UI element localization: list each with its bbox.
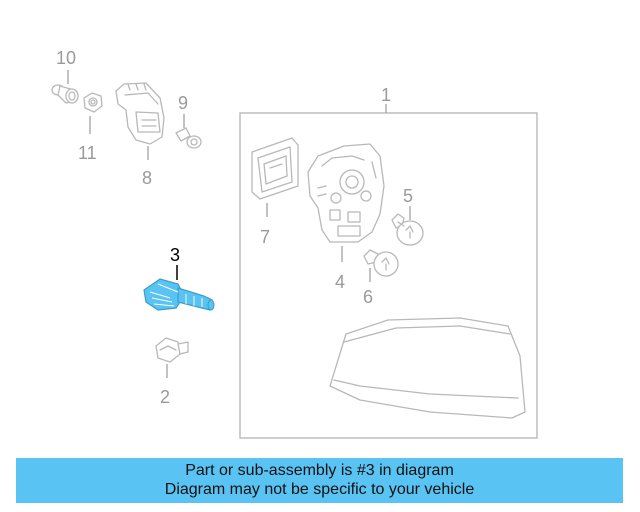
callout-10: 10 — [56, 48, 76, 68]
part-5-bulb — [391, 213, 424, 246]
callout-5: 5 — [403, 186, 413, 206]
callout-4: 4 — [335, 272, 345, 292]
callout-11: 11 — [78, 143, 97, 163]
callout-2: 2 — [160, 387, 170, 407]
part-11-nut — [83, 92, 103, 113]
callout-9: 9 — [178, 93, 188, 113]
part-3-socket-highlighted — [143, 278, 215, 311]
banner-line-1: Part or sub-assembly is #3 in diagram — [185, 462, 454, 479]
part-8-bracket — [115, 82, 165, 145]
part-2-clip — [155, 337, 189, 363]
callout-7: 7 — [260, 227, 270, 247]
callout-3: 3 — [170, 245, 180, 265]
part-4-lamp-housing — [307, 143, 385, 243]
tail-lamp-lens — [329, 317, 526, 419]
part-9-screw — [175, 127, 202, 149]
callout-1: 1 — [381, 85, 391, 105]
callout-8: 8 — [142, 168, 152, 188]
assembly-box — [239, 112, 538, 439]
info-banner: Part or sub-assembly is #3 in diagram Di… — [16, 458, 623, 503]
callout-6: 6 — [363, 287, 373, 307]
parts-diagram: 1 10 11 8 9 7 — [51, 48, 538, 439]
part-7-gasket — [251, 137, 299, 200]
banner-line-2: Diagram may not be specific to your vehi… — [164, 481, 475, 498]
part-10-push-pin — [51, 84, 79, 104]
part-6-bulb — [363, 249, 399, 277]
